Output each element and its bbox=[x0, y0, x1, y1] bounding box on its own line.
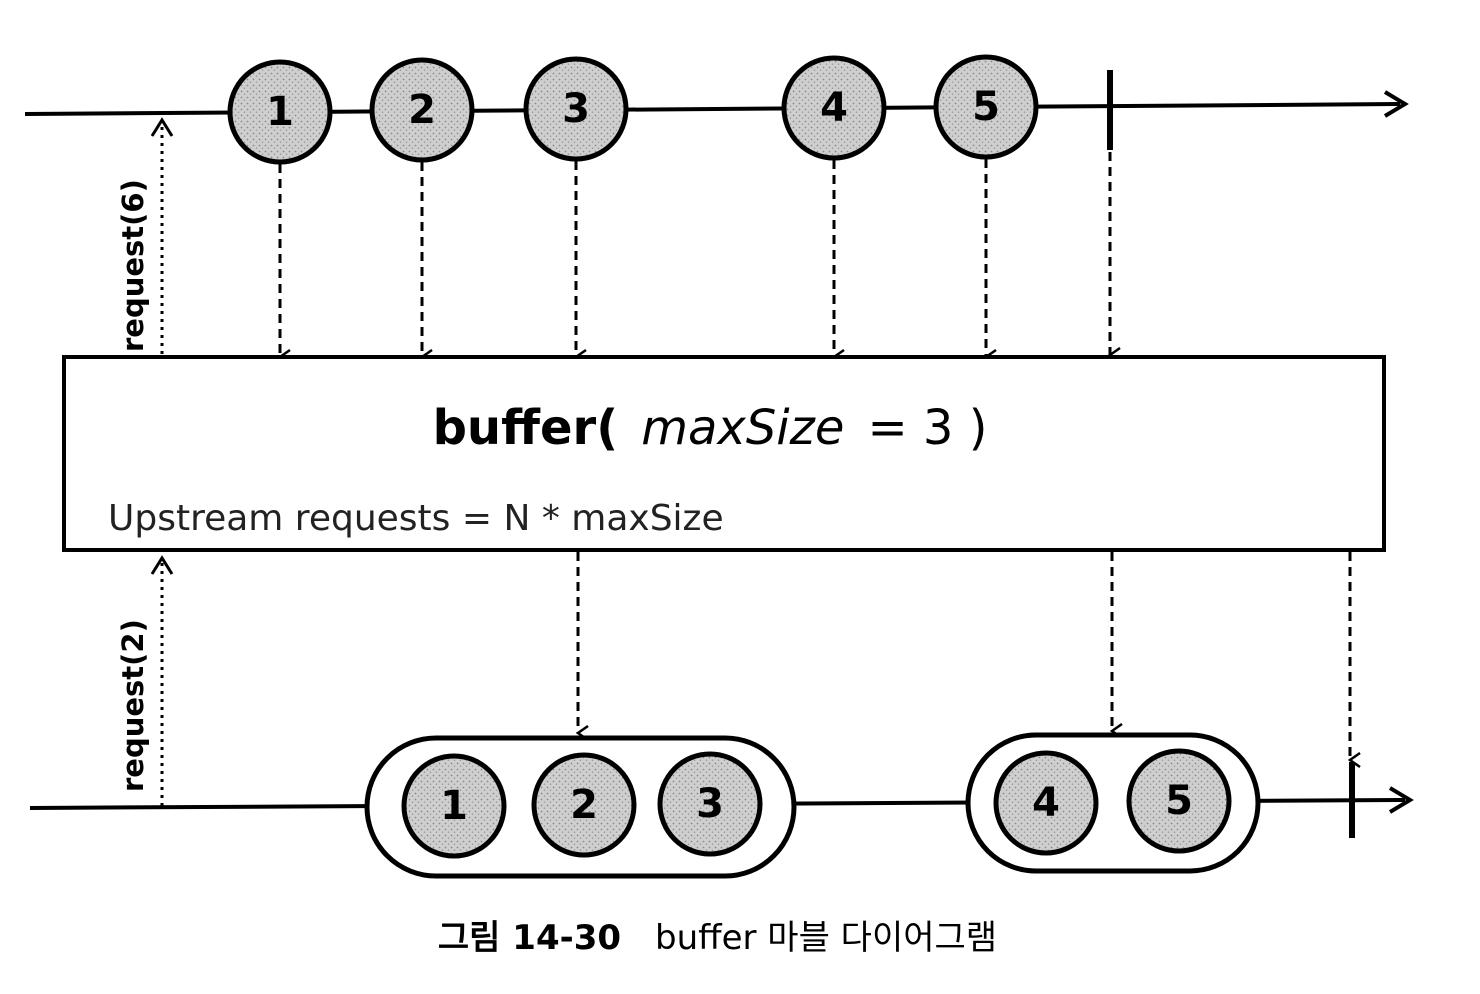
request-upper-arrow: request(6) bbox=[116, 117, 174, 362]
output-emission-arrows bbox=[578, 552, 1350, 760]
upstream-marble: 1 bbox=[227, 59, 333, 165]
output-buffer: 1 2 3 bbox=[364, 735, 797, 879]
operator-box: buffer( maxSize = 3 ) Upstream requests … bbox=[62, 355, 1386, 552]
request-lower-label: request(2) bbox=[116, 619, 150, 792]
marble-label: 4 bbox=[820, 85, 848, 131]
marble-label: 3 bbox=[696, 781, 724, 827]
buffer-marble: 4 bbox=[993, 750, 1099, 856]
figure-caption: 그림 14-30 buffer 마블 다이어그램 bbox=[0, 910, 1435, 959]
marble-label: 5 bbox=[1165, 778, 1193, 824]
buffer-marble: 1 bbox=[401, 753, 507, 859]
operator-name: buffer( bbox=[433, 400, 619, 456]
operator-subtext: Upstream requests = N * maxSize bbox=[108, 498, 724, 539]
marble-label: 2 bbox=[408, 87, 436, 133]
upstream-marble: 3 bbox=[523, 56, 629, 162]
buffer-marble: 2 bbox=[531, 752, 637, 858]
marble-label: 4 bbox=[1032, 780, 1060, 826]
buffer-marble: 5 bbox=[1126, 748, 1232, 854]
request-lower-arrow: request(2) bbox=[116, 555, 174, 806]
upstream-marble: 5 bbox=[933, 54, 1039, 160]
marble-label: 1 bbox=[440, 783, 468, 829]
marble-label: 1 bbox=[266, 89, 294, 135]
marble-label: 5 bbox=[972, 84, 1000, 130]
operator-title: buffer( maxSize = 3 ) bbox=[433, 400, 988, 456]
marble-label: 2 bbox=[570, 782, 598, 828]
upstream-marble: 2 bbox=[369, 57, 475, 163]
operator-value: = 3 ) bbox=[867, 400, 987, 456]
operator-param: maxSize bbox=[641, 400, 844, 456]
output-buffer: 4 5 bbox=[965, 732, 1261, 874]
figure-title: buffer 마블 다이어그램 bbox=[655, 918, 998, 958]
figure-number: 그림 14-30 bbox=[437, 918, 622, 958]
marble-label: 3 bbox=[562, 86, 590, 132]
request-upper-label: request(6) bbox=[116, 179, 150, 352]
upstream-emission-arrows bbox=[280, 152, 1110, 357]
upstream-marble: 4 bbox=[781, 55, 887, 161]
buffer-marble: 3 bbox=[657, 751, 763, 857]
